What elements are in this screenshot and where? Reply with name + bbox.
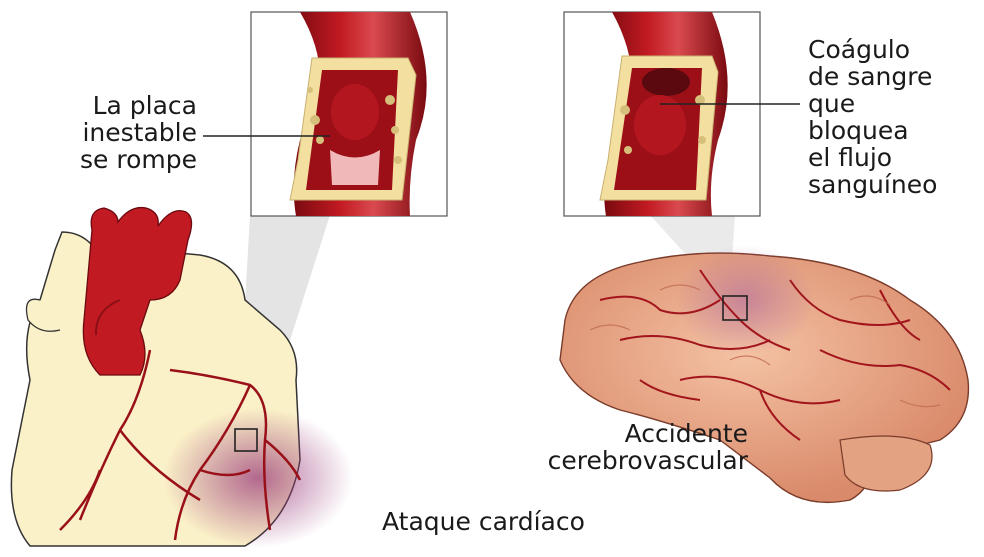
label-line: el flujo — [808, 144, 937, 171]
label-line: sanguíneo — [808, 171, 937, 198]
label-plaque-rupture: La placa inestable se rompe — [32, 92, 197, 173]
label-line: bloquea — [808, 117, 937, 144]
label-line: cerebrovascular — [468, 447, 748, 474]
label-line: que — [808, 90, 937, 117]
inset-plaque-rupture — [251, 12, 447, 216]
label-line: Coágulo — [808, 36, 937, 63]
label-heart-attack: Ataque cardíaco — [382, 508, 585, 535]
label-line: de sangre — [808, 63, 937, 90]
label-line: Accidente — [468, 420, 748, 447]
label-stroke: Accidente cerebrovascular — [468, 420, 748, 474]
label-line: se rompe — [32, 146, 197, 173]
label-line: inestable — [32, 119, 197, 146]
label-line: La placa — [32, 92, 197, 119]
label-blood-clot: Coágulo de sangre que bloquea el flujo s… — [808, 36, 937, 198]
inset-clot — [564, 12, 760, 216]
heart-illustration — [11, 208, 353, 548]
